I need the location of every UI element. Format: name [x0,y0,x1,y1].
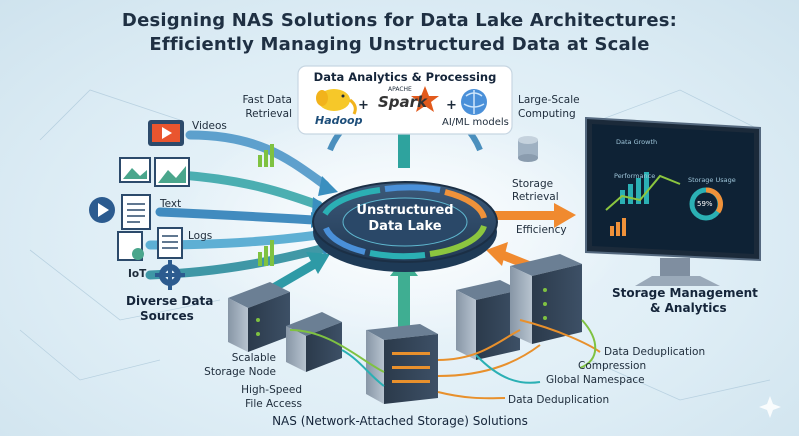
title-line-1: Designing NAS Solutions for Data Lake Ar… [0,10,799,31]
play-icon [89,197,115,223]
ring-seg-teal-2 [370,253,425,256]
mgmt-caption-1: Storage Management [612,286,758,300]
database-icon [518,136,538,162]
document-icon [122,195,150,229]
efficiency-label: Efficiency [516,224,567,236]
monitor-storage-usage: Storage Usage [688,176,736,184]
sparkle-icon [759,396,781,418]
fast-retrieval-1: Fast Data [216,94,292,106]
server-right-b [510,254,582,344]
dedup-top: Data Deduplication [604,346,705,358]
lake-line-1: Unstructured [345,203,465,218]
video-icon [148,120,184,146]
lake-line-2: Data Lake [345,219,465,234]
fast-retrieval-2: Retrieval [216,108,292,120]
global-namespace-label: Global Namespace [546,374,645,386]
iot-gear-icon [155,260,185,290]
scalable-2: Storage Node [180,366,276,378]
dedup-bottom: Data Deduplication [508,394,609,406]
compression-label: Compression [578,360,646,372]
sources-caption-1: Diverse Data [126,294,213,308]
storage-retrieval-2: Retrieval [512,191,559,203]
logs-label: Logs [188,230,212,242]
title-line-2: Efficiently Managing Unstructured Data a… [0,34,799,55]
monitor-performance: Performance [614,172,655,180]
large-scale-1: Large-Scale [518,94,580,106]
ring-seg-blue [385,187,440,190]
ai-ml-label: AI/ML models [442,117,509,128]
nas-caption: NAS (Network-Attached Storage) Solutions [220,414,580,428]
large-scale-2: Computing [518,108,576,120]
monitor-data-growth: Data Growth [616,138,657,146]
spark-label: Spark [378,93,427,111]
iot-label: IoT [128,268,146,280]
ai-brain-icon [461,89,487,115]
sources-caption-2: Sources [140,309,194,323]
image-icon [120,158,189,186]
plus-1: + [358,98,369,113]
text-label: Text [160,198,181,210]
plus-2: + [446,98,457,113]
spark-small: APACHE [388,86,412,93]
hadoop-label: Hadoop [315,114,363,127]
monitor-pct: 59% [697,200,713,208]
highspeed-1: High-Speed [206,384,302,396]
storage-retrieval-1: Storage [512,178,553,190]
mgmt-caption-2: & Analytics [650,301,727,315]
highspeed-2: File Access [206,398,302,410]
scalable-1: Scalable [180,352,276,364]
analytics-header: Data Analytics & Processing [298,70,512,84]
videos-label: Videos [192,120,227,132]
server-main-node [366,324,438,404]
